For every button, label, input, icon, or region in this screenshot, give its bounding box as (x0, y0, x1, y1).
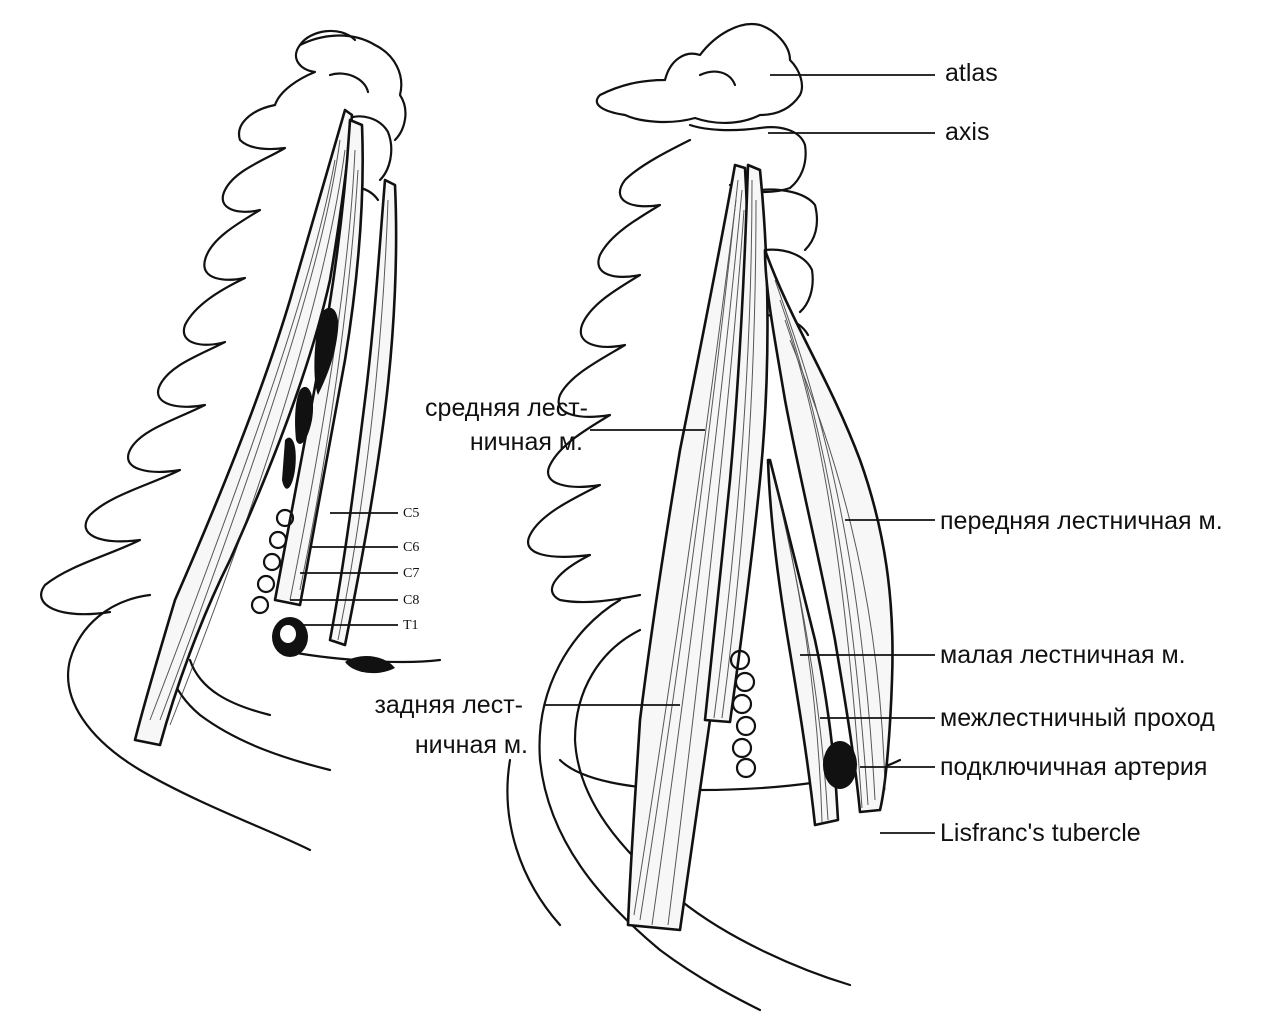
left-vertebral-column-outline (40, 29, 357, 616)
lisfranc-tubercle-label: Lisfranc's tubercle (940, 819, 1141, 847)
scalenus-medius-muscle (703, 163, 769, 724)
left-scalene-muscle-medius (273, 118, 364, 607)
atlas-vertebra (595, 22, 804, 125)
left-neck-figure (40, 29, 442, 852)
scalenus-medius-label-line2: ничная м. (469, 428, 583, 456)
nerve-root-label-c8: C8 (403, 593, 420, 608)
nerve-root-label-t1: T1 (403, 618, 419, 633)
axis-vertebra (688, 123, 807, 194)
scalenus-medius-label-line1: средняя лест- (425, 394, 588, 422)
scalenus-posterior-label-line2: ничная м. (414, 731, 528, 759)
nerve-root-label-c5: C5 (403, 506, 420, 521)
right-rib-curve-3 (506, 758, 562, 927)
right-rib-curve-1 (573, 628, 852, 987)
nerve-root-label-c6: C6 (403, 540, 420, 555)
left-rib-curve-3 (188, 658, 272, 717)
left-scalene-muscle-anterior (328, 178, 398, 647)
nerve-root-label-c7: C7 (403, 566, 420, 581)
right-subclavian-artery (823, 741, 857, 789)
scalenus-posterior-label-line1: задняя лест- (374, 691, 523, 719)
scalenus-minimus-label: малая лестничная м. (940, 641, 1186, 669)
right-rib-curve-2 (538, 598, 762, 1012)
interscalene-passage-label: межлестничный проход (940, 704, 1215, 732)
scalenus-anterior-label: передняя лестничная м. (940, 507, 1223, 535)
axis-label: axis (945, 118, 990, 146)
left-rib-curve-1 (67, 593, 312, 852)
subclavian-artery-label: подключичная артерия (940, 753, 1208, 781)
scalenus-anterior-muscle (763, 248, 894, 814)
right-neck-figure (506, 22, 935, 1012)
atlas-label: atlas (945, 59, 998, 87)
left-scalene-muscle-posterior (133, 108, 354, 747)
right-vertebral-column-outline (527, 138, 692, 604)
